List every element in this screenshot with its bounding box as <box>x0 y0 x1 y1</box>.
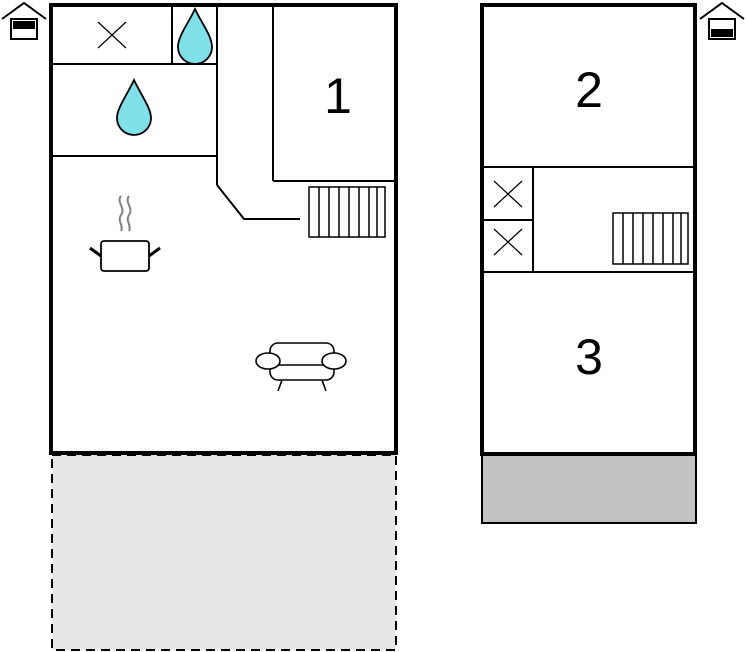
cross-box-icon <box>493 228 523 256</box>
staircase-icon <box>308 186 386 238</box>
water-drop-icon <box>116 77 152 136</box>
balcony-area <box>481 453 697 524</box>
sofa-icon <box>255 342 347 392</box>
cross-box-icon <box>493 180 523 208</box>
cross-box-icon <box>97 21 127 49</box>
room-number-1: 1 <box>324 68 352 124</box>
house-icon <box>1 1 47 40</box>
terrace-area <box>51 454 397 651</box>
house-icon <box>699 1 745 40</box>
room-number-3: 3 <box>575 329 603 385</box>
cooking-pot-icon <box>89 195 161 272</box>
staircase-icon <box>612 212 689 265</box>
upper-floor-outline <box>480 3 697 456</box>
water-drop-icon <box>177 6 213 65</box>
upper-floor-interior-walls <box>482 166 695 273</box>
room-number-2: 2 <box>575 62 603 118</box>
